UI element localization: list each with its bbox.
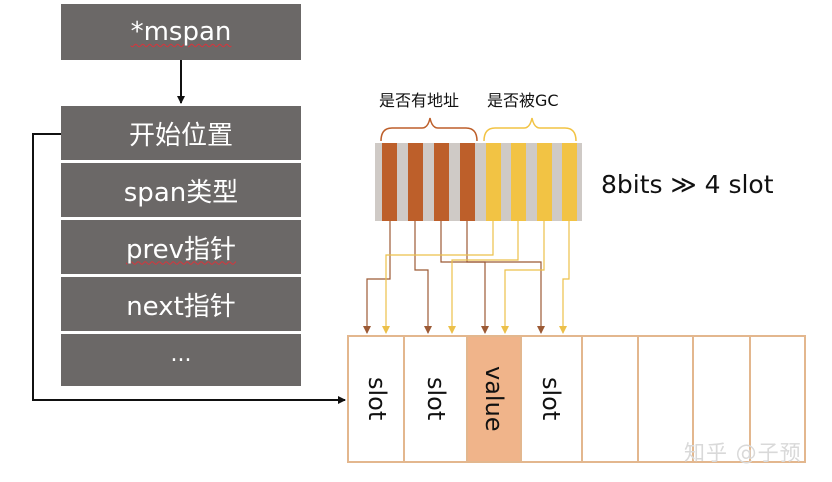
gc-bit [562,143,577,221]
address-bit [460,143,475,221]
address-bit-connector [440,221,489,334]
slot-label: slot [537,377,565,421]
gc-bit-connector [501,221,545,334]
field-label: prev指针 [125,234,236,265]
gc-bit [511,143,526,221]
start-pointer-line [32,133,346,404]
field-prev-pointer: prev指针 [61,220,301,274]
field-label: next指针 [126,291,236,322]
gc-bit-connector [559,221,570,334]
value-label: value [480,366,508,432]
field-start-position: 开始位置 [61,106,301,160]
has-address-label: 是否有地址 [379,91,460,110]
gc-bit [486,143,501,221]
value-cell-fill [468,337,520,461]
address-bit [382,143,397,221]
watermark: 知乎 @子预 [684,441,802,465]
field-next-pointer: next指针 [61,277,301,331]
slot-array-frame [347,335,806,463]
gc-brace [483,117,577,142]
address-bit [434,143,449,221]
gc-bit-connector [448,221,519,334]
slot-label: slot [422,377,450,421]
field-label: span类型 [123,177,239,208]
mspan-header-box: *mspan [61,4,301,60]
address-bit-connector [414,221,432,334]
address-bit-connector [466,221,545,334]
field-ellipsis: ... [61,334,301,386]
field-label: ... [170,342,192,367]
mspan-header-label: *mspan [130,17,232,47]
address-bit [408,143,423,221]
field-span-type: span类型 [61,163,301,217]
address-brace [380,117,478,142]
gc-bit [537,143,552,221]
ratio-text: 8bits ≫ 4 slot [601,170,774,199]
slot-label: slot [363,377,391,421]
gc-bit-connector [382,221,494,334]
address-bit-connector [363,221,391,334]
gc-label: 是否被GC [487,91,559,110]
field-label: 开始位置 [128,120,233,151]
